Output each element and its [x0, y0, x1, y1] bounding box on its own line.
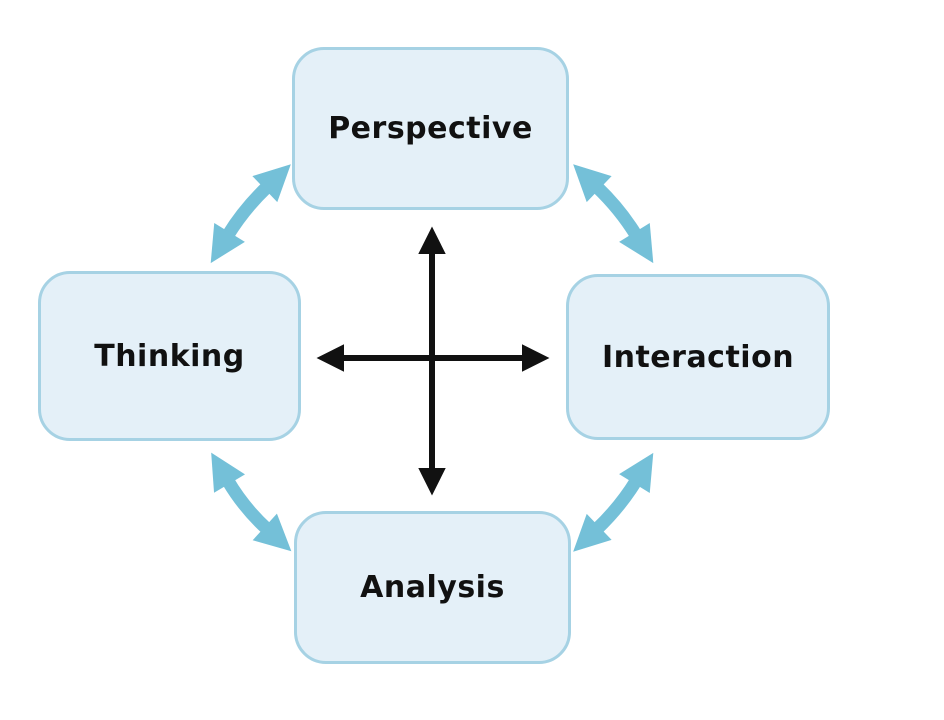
node-analysis: Analysis — [294, 511, 571, 664]
arrow-perspective-interaction — [573, 164, 654, 264]
node-thinking: Thinking — [38, 271, 301, 441]
arrow-interaction-analysis — [573, 452, 654, 552]
arrow-thinking-perspective — [210, 164, 291, 264]
node-thinking-label: Thinking — [94, 338, 245, 374]
node-interaction: Interaction — [566, 274, 830, 440]
arrow-analysis-thinking — [211, 452, 292, 552]
node-interaction-label: Interaction — [601, 339, 795, 375]
node-perspective: Perspective — [292, 47, 569, 210]
node-perspective-label: Perspective — [328, 111, 533, 146]
node-analysis-label: Analysis — [360, 570, 505, 605]
